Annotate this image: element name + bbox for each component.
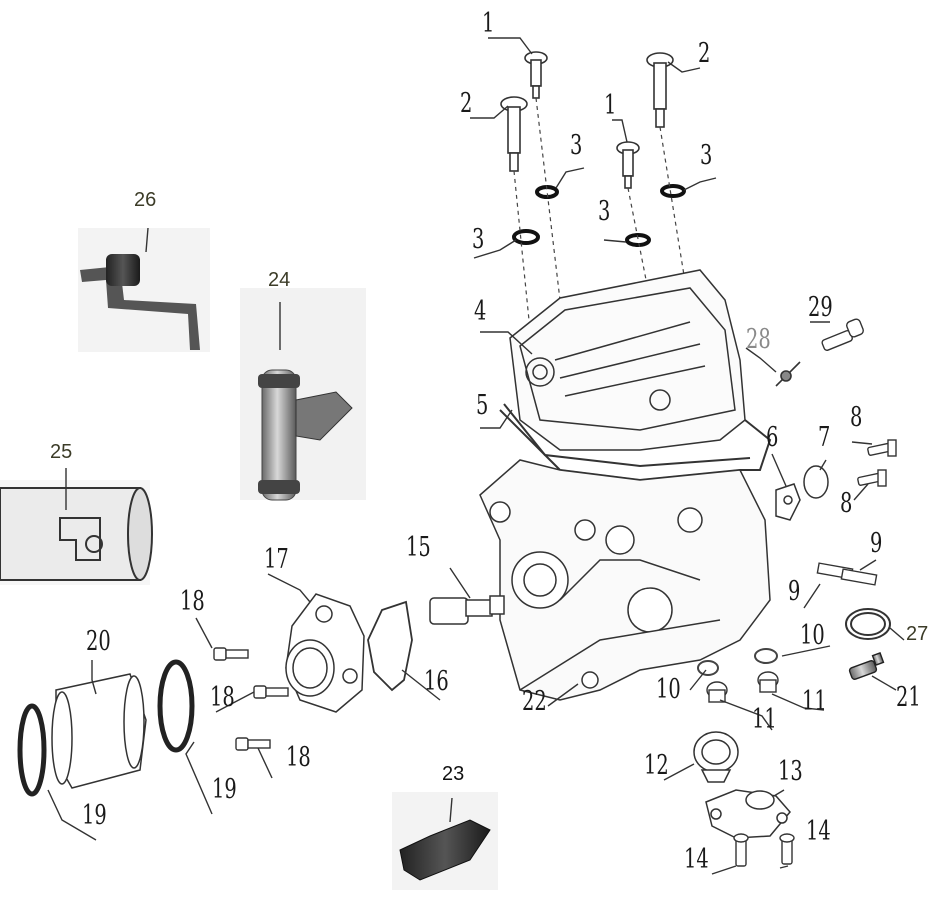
callout-3-d: 3 <box>472 224 485 255</box>
plug-11-group <box>706 671 779 703</box>
clamp-19-left <box>17 703 47 797</box>
cylinder-head-cover <box>509 269 746 451</box>
intake-boot-20 <box>51 673 147 789</box>
bolt-14-group <box>733 833 795 867</box>
bolt-1-left <box>524 51 548 99</box>
photo-23-part <box>392 792 498 890</box>
bolt-1-right <box>616 141 640 189</box>
throttle-body-17 <box>285 593 365 713</box>
callout-26: 26 <box>134 189 157 211</box>
callout-21: 21 <box>896 682 921 713</box>
bolt-18-group <box>213 647 289 751</box>
callout-6: 6 <box>766 422 779 453</box>
dowel-9-pair <box>816 562 878 586</box>
callout-15: 15 <box>406 532 431 563</box>
callout-16: 16 <box>424 666 449 697</box>
callout-3-b: 3 <box>700 140 713 171</box>
guide-lines <box>513 97 689 331</box>
gasket-16 <box>367 600 413 692</box>
o-ring-27 <box>845 608 891 640</box>
plate-6 <box>775 483 801 521</box>
callout-22: 22 <box>522 686 547 717</box>
gasket-7 <box>803 465 829 499</box>
callout-18-lower: 18 <box>286 742 311 773</box>
thermostat-12 <box>693 731 739 783</box>
callout-2-left: 2 <box>460 88 473 119</box>
callout-17: 17 <box>264 544 289 575</box>
callout-13: 13 <box>778 756 803 787</box>
callout-9-right: 9 <box>870 528 883 559</box>
pin-28 <box>775 361 801 387</box>
callout-9-left: 9 <box>788 576 801 607</box>
callout-19-left: 19 <box>82 800 107 831</box>
callout-18-upper: 18 <box>180 586 205 617</box>
callout-4: 4 <box>474 296 487 327</box>
callout-11-right: 11 <box>802 686 827 717</box>
callout-29: 29 <box>808 292 833 323</box>
washer-10-group <box>697 648 778 676</box>
clamp-19-right <box>157 659 195 753</box>
photo-25-sleeve <box>0 480 153 585</box>
callout-11-left: 11 <box>752 704 777 735</box>
callout-27: 27 <box>906 623 929 645</box>
sensor-21 <box>848 652 885 680</box>
bolt-29 <box>821 318 864 351</box>
bolt-8-lower <box>857 469 887 487</box>
callout-25: 25 <box>50 441 73 463</box>
callout-10-left: 10 <box>656 674 681 705</box>
callout-24: 24 <box>268 269 291 291</box>
callout-14-right: 14 <box>806 816 831 847</box>
callout-3-a: 3 <box>570 130 583 161</box>
callout-14-left: 14 <box>684 844 709 875</box>
callout-8-lower: 8 <box>840 488 853 519</box>
callout-7: 7 <box>818 422 831 453</box>
callout-2-right: 2 <box>698 38 711 69</box>
leader-lines <box>47 37 905 875</box>
callout-8-upper: 8 <box>850 402 863 433</box>
callout-10-right: 10 <box>800 620 825 651</box>
bolt-2-right <box>646 52 674 128</box>
callout-19-right: 19 <box>212 774 237 805</box>
callout-3-c: 3 <box>598 196 611 227</box>
cylinder-head <box>479 459 771 701</box>
callout-1-upper: 1 <box>482 8 495 39</box>
callout-18-middle: 18 <box>210 682 235 713</box>
photo-26-bracket <box>78 228 210 352</box>
thermostat-cover-13 <box>705 789 791 839</box>
callout-28: 28 <box>746 324 771 355</box>
bolt-8-upper <box>867 439 897 457</box>
sensor-15 <box>429 595 505 625</box>
callout-20: 20 <box>86 626 111 657</box>
callout-5: 5 <box>476 390 489 421</box>
photo-24-injector <box>240 288 366 501</box>
callout-23: 23 <box>442 763 465 785</box>
callout-1-lower: 1 <box>604 90 617 121</box>
callout-12: 12 <box>644 750 669 781</box>
